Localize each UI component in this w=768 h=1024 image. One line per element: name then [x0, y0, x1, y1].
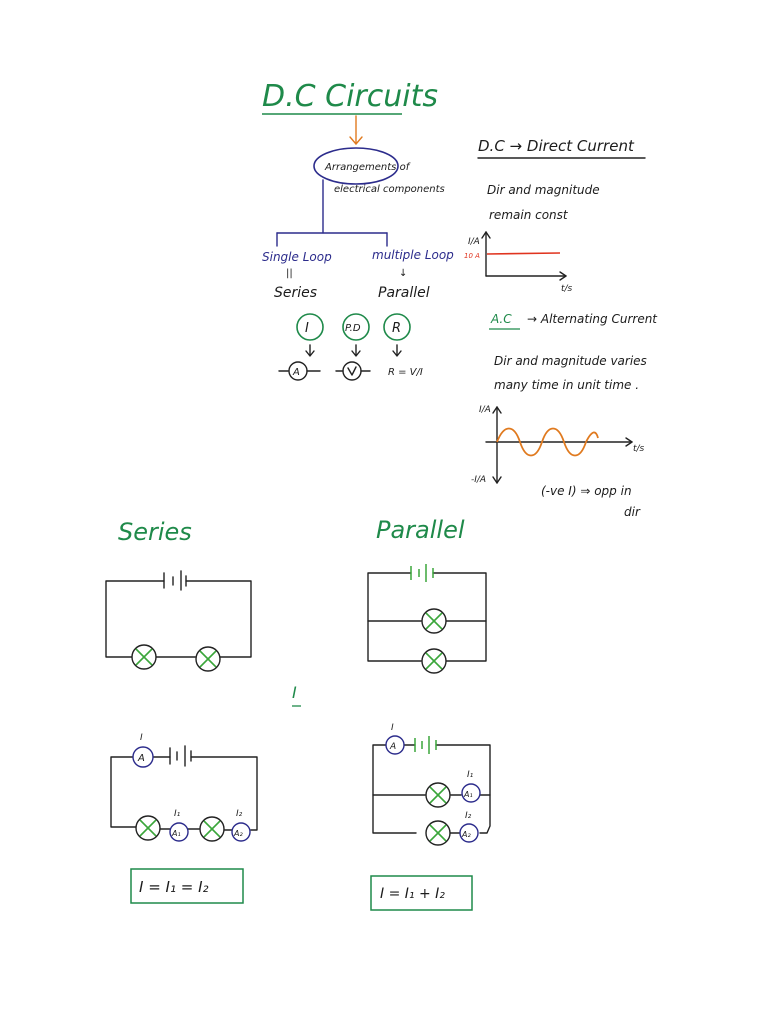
quantity-resistance: R R = V/I: [383, 313, 423, 378]
svg-text:10 A: 10 A: [464, 252, 480, 260]
parallel-circuit-basic: [367, 564, 487, 674]
svg-text:I₂: I₂: [236, 809, 243, 819]
svg-text:A: A: [292, 367, 300, 378]
svg-text:I/A: I/A: [479, 405, 491, 415]
svg-text:I: I: [391, 723, 394, 733]
parallel-circuit-ammeters: A I A₁ I₁ A₂ I₂: [372, 723, 491, 846]
series-ammeter-main: A: [132, 746, 154, 768]
svg-text:I₂: I₂: [465, 811, 472, 821]
branch-right-mid: ↓: [399, 268, 407, 279]
parallel-ammeter-main: A: [385, 735, 405, 755]
branch-right-bottom: Parallel: [378, 285, 430, 301]
page-title: D.C Circuits: [262, 79, 438, 114]
svg-text:I₁: I₁: [467, 770, 474, 780]
parallel-ammeter-2: A₂: [459, 823, 479, 843]
svg-text:A₁: A₁: [171, 829, 181, 838]
ac-heading-abbr: A.C: [490, 312, 512, 326]
ac-note2: dir: [624, 505, 641, 519]
svg-text:I: I: [140, 733, 143, 743]
quantity-current: I A: [278, 313, 324, 381]
title-arrow: [349, 115, 363, 145]
series-ammeter-2: A₂: [231, 822, 251, 842]
svg-text:A: A: [389, 742, 396, 752]
quantity-pd: P.D: [335, 313, 371, 381]
svg-text:I: I: [305, 321, 309, 336]
parallel-equation-box: I = I₁ + I₂: [370, 875, 473, 911]
middle-current-symbol: I: [292, 683, 297, 702]
dc-heading: D.C → Direct Current: [478, 137, 635, 155]
ac-graph: I/A -I/A t/s: [471, 405, 645, 485]
svg-text:t/s: t/s: [633, 444, 645, 454]
svg-text:R = V/I: R = V/I: [388, 367, 423, 378]
svg-text:P.D: P.D: [345, 323, 361, 334]
svg-text:A₂: A₂: [233, 829, 243, 838]
dc-line2: remain const: [489, 208, 569, 222]
tree-branches: [276, 179, 388, 247]
svg-text:R: R: [392, 321, 401, 336]
central-node-line1: Arrangements of: [324, 162, 411, 173]
series-heading: Series: [118, 518, 192, 546]
central-node-line2: electrical components: [334, 184, 445, 195]
ac-line1: Dir and magnitude varies: [494, 354, 647, 368]
series-circuit-ammeters: A I A₁ I₁ A₂ I₂: [110, 733, 258, 842]
svg-text:t/s: t/s: [561, 284, 573, 294]
svg-text:A₂: A₂: [461, 830, 471, 839]
branch-left-top: Single Loop: [262, 250, 332, 264]
parallel-heading: Parallel: [376, 516, 465, 544]
series-ammeter-1: A₁: [169, 822, 189, 842]
series-equation: I = I₁ = I₂: [139, 878, 209, 896]
parallel-ammeter-1: A₁: [461, 783, 481, 803]
branch-right-top: multiple Loop: [372, 248, 454, 262]
svg-text:-I/A: -I/A: [471, 475, 486, 485]
dc-line1: Dir and magnitude: [487, 183, 600, 197]
parallel-equation: I = I₁ + I₂: [380, 886, 445, 902]
series-equation-box: I = I₁ = I₂: [130, 868, 244, 904]
ac-heading-text: → Alternating Current: [527, 312, 658, 326]
branch-left-bottom: Series: [274, 285, 317, 301]
svg-text:I/A: I/A: [468, 237, 480, 247]
series-circuit-basic: [105, 570, 252, 672]
ac-note: (-ve I) ⇒ opp in: [541, 484, 632, 498]
central-node-ellipse: [313, 147, 399, 185]
svg-text:A: A: [137, 753, 145, 764]
ac-line2: many time in unit time .: [494, 378, 639, 392]
svg-text:A₁: A₁: [463, 790, 473, 799]
svg-text:I₁: I₁: [174, 809, 181, 819]
dc-graph: I/A 10 A t/s: [464, 231, 573, 294]
branch-left-mid: ||: [286, 268, 293, 279]
